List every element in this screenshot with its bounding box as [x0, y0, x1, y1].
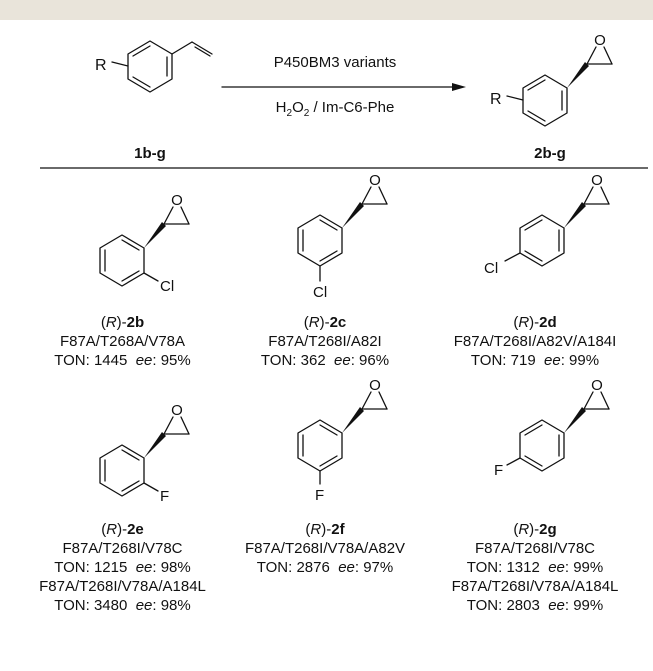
compound-name: (R)-2f: [305, 521, 345, 538]
svg-text:Cl: Cl: [313, 284, 327, 301]
reaction-arrow-head: [452, 83, 466, 91]
svg-text:O: O: [171, 402, 183, 419]
variant-mutant: F87A/T268I/V78C: [62, 540, 183, 557]
top-banner: [0, 0, 653, 20]
structure-2d: O Cl: [484, 172, 610, 277]
reaction-scheme: R 1b-g P450BM3 variants H2O2 / Im-C6-Phe…: [40, 32, 648, 169]
svg-text:O: O: [591, 377, 603, 394]
svg-text:F: F: [494, 462, 503, 479]
variant-mutant: F87A/T268I/A82V/A184I: [453, 333, 617, 350]
structure-2c: O Cl: [297, 172, 388, 301]
svg-text:F: F: [160, 488, 169, 505]
caption-2f: (R)-2f F87A/T268I/V78A/A82V TON: 2876 ee…: [225, 520, 425, 577]
styrene-structure: [111, 40, 213, 93]
svg-text:O: O: [594, 32, 606, 49]
svg-text:Cl: Cl: [160, 278, 174, 295]
variant-mutant: F87A/T268I/V78C: [474, 540, 596, 557]
variant-mutant: F87A/T268I/V78A/A82V: [244, 540, 406, 557]
epoxide-product-structure: O: [506, 32, 613, 127]
variant-metrics: TON: 2803 ee: 99%: [466, 597, 604, 614]
product-compound-label: 2b-g: [534, 145, 566, 162]
caption-2d: (R)-2d F87A/T268I/A82V/A184I TON: 719 ee…: [425, 313, 645, 370]
variant-metrics: TON: 3480 ee: 98%: [54, 597, 191, 614]
structure-2b: O Cl: [99, 192, 190, 295]
variant-mutant: F87A/T268A/V78A: [59, 333, 186, 350]
compound-name: (R)-2c: [303, 314, 347, 331]
variant-metrics: TON: 362 ee: 96%: [260, 352, 390, 369]
caption-2c: (R)-2c F87A/T268I/A82I TON: 362 ee: 96%: [225, 313, 425, 370]
compound-name: (R)-2g: [513, 521, 557, 538]
reagent-bottom: H2O2 / Im-C6-Phe: [276, 99, 395, 119]
structure-2e: O F: [99, 402, 190, 505]
caption-2g: (R)-2g F87A/T268I/V78C TON: 1312 ee: 99%…: [425, 520, 645, 615]
compound-name: (R)-2e: [101, 521, 144, 538]
compound-name: (R)-2d: [513, 314, 557, 331]
svg-text:O: O: [369, 377, 381, 394]
variant-metrics: TON: 2876 ee: 97%: [256, 559, 394, 576]
variant-mutant: F87A/T268I/V78A/A184L: [39, 578, 206, 595]
structure-2f: O F: [297, 377, 388, 504]
variant-metrics: TON: 719 ee: 99%: [470, 352, 600, 369]
svg-text:O: O: [369, 172, 381, 189]
structure-2g: O F: [494, 377, 610, 479]
reagent-top: P450BM3 variants: [274, 54, 397, 71]
variant-metrics: TON: 1445 ee: 95%: [54, 352, 191, 369]
compound-name: (R)-2b: [100, 314, 145, 331]
svg-text:Cl: Cl: [484, 260, 498, 277]
r-substituent-product: R: [490, 91, 502, 108]
variant-mutant: F87A/T268I/A82I: [268, 333, 382, 350]
svg-text:O: O: [591, 172, 603, 189]
svg-text:F: F: [315, 487, 324, 504]
start-compound-label: 1b-g: [134, 145, 166, 162]
variant-mutant: F87A/T268I/V78A/A184L: [451, 578, 619, 595]
svg-text:O: O: [171, 192, 183, 209]
caption-2e: (R)-2e F87A/T268I/V78C TON: 1215 ee: 98%…: [20, 520, 225, 615]
r-substituent-start: R: [95, 57, 107, 74]
variant-metrics: TON: 1215 ee: 98%: [54, 559, 191, 576]
caption-2b: (R)-2b F87A/T268A/V78A TON: 1445 ee: 95%: [20, 313, 225, 370]
variant-metrics: TON: 1312 ee: 99%: [466, 559, 604, 576]
